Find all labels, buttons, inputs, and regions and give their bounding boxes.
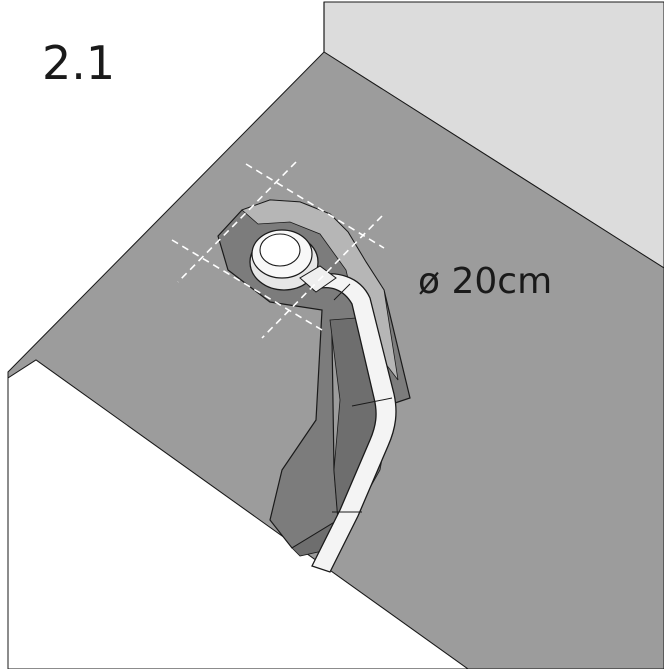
step-number: 2.1	[42, 36, 116, 90]
drain-pipe	[311, 273, 397, 573]
cut-guide-lines	[171, 161, 385, 339]
floor-left-strip	[7, 359, 469, 669]
trench-wall-light	[241, 199, 399, 381]
drain-trap-cap	[259, 233, 301, 267]
pipe-joint-3	[333, 283, 351, 301]
pipe-joint-1	[351, 397, 393, 407]
diameter-label: ø 20cm	[418, 261, 553, 302]
